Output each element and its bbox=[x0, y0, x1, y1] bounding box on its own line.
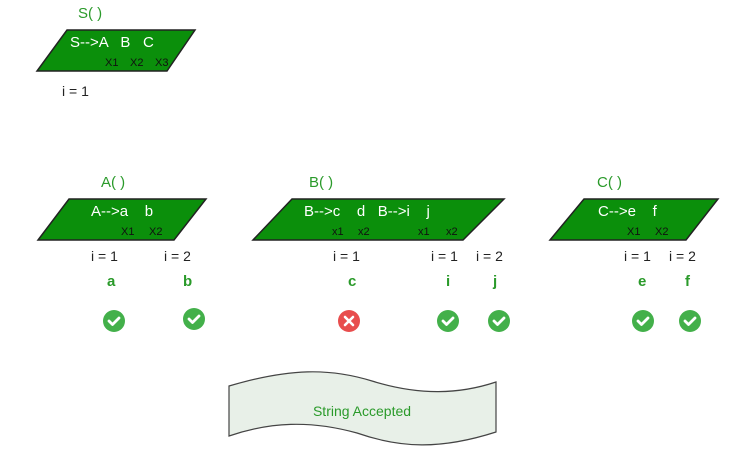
b-block-parallelogram bbox=[251, 198, 506, 241]
a-block-sub-2: X2 bbox=[149, 226, 162, 238]
b-block-index-2: i = 1 bbox=[431, 248, 458, 264]
c-block-title: C( ) bbox=[597, 174, 622, 191]
b-block-sub-2: x2 bbox=[358, 226, 370, 238]
c-block-char-f: f bbox=[685, 273, 691, 290]
b-block-title: B( ) bbox=[309, 174, 333, 191]
s-block-sub-2: X2 bbox=[130, 57, 143, 69]
b-block-sub-3: x1 bbox=[418, 226, 430, 238]
a-block-char-a: a bbox=[107, 273, 116, 290]
result-banner bbox=[228, 371, 497, 446]
a-block-parallelogram bbox=[36, 198, 208, 241]
a-block-production: A-->a b bbox=[91, 203, 153, 220]
b-block-index-3: i = 2 bbox=[476, 248, 503, 264]
b-block-sub-1: x1 bbox=[332, 226, 344, 238]
a-block-index-2: i = 2 bbox=[164, 248, 191, 264]
c-block-index-2: i = 2 bbox=[669, 248, 696, 264]
s-block-production: S-->A B C bbox=[70, 34, 154, 51]
s-block-parallelogram bbox=[35, 29, 197, 72]
check-icon bbox=[437, 310, 459, 332]
a-block-index-1: i = 1 bbox=[91, 248, 118, 264]
c-block-parallelogram bbox=[548, 198, 720, 241]
s-block-index: i = 1 bbox=[62, 83, 89, 99]
check-icon bbox=[488, 310, 510, 332]
check-icon bbox=[632, 310, 654, 332]
s-block-title: S( ) bbox=[78, 5, 102, 22]
b-block-char-j: j bbox=[492, 273, 497, 290]
b-block-char-i: i bbox=[446, 273, 450, 290]
a-block-char-b: b bbox=[183, 273, 192, 290]
c-block-production: C-->e f bbox=[598, 203, 658, 220]
check-icon bbox=[103, 310, 125, 332]
s-block-sub-3: X3 bbox=[155, 57, 168, 69]
c-block-sub-2: X2 bbox=[655, 226, 668, 238]
c-block-char-e: e bbox=[638, 273, 646, 290]
cross-icon bbox=[338, 310, 360, 332]
b-block-char-c: c bbox=[348, 273, 356, 290]
check-icon bbox=[679, 310, 701, 332]
b-block-production: B-->c d B-->i j bbox=[304, 203, 430, 220]
c-block-sub-1: X1 bbox=[627, 226, 640, 238]
a-block-sub-1: X1 bbox=[121, 226, 134, 238]
b-block-index-1: i = 1 bbox=[333, 248, 360, 264]
b-block-sub-4: x2 bbox=[446, 226, 458, 238]
s-block-sub-1: X1 bbox=[105, 57, 118, 69]
check-icon bbox=[183, 308, 205, 330]
a-block-title: A( ) bbox=[101, 174, 125, 191]
c-block-index-1: i = 1 bbox=[624, 248, 651, 264]
result-banner-label: String Accepted bbox=[313, 403, 411, 419]
